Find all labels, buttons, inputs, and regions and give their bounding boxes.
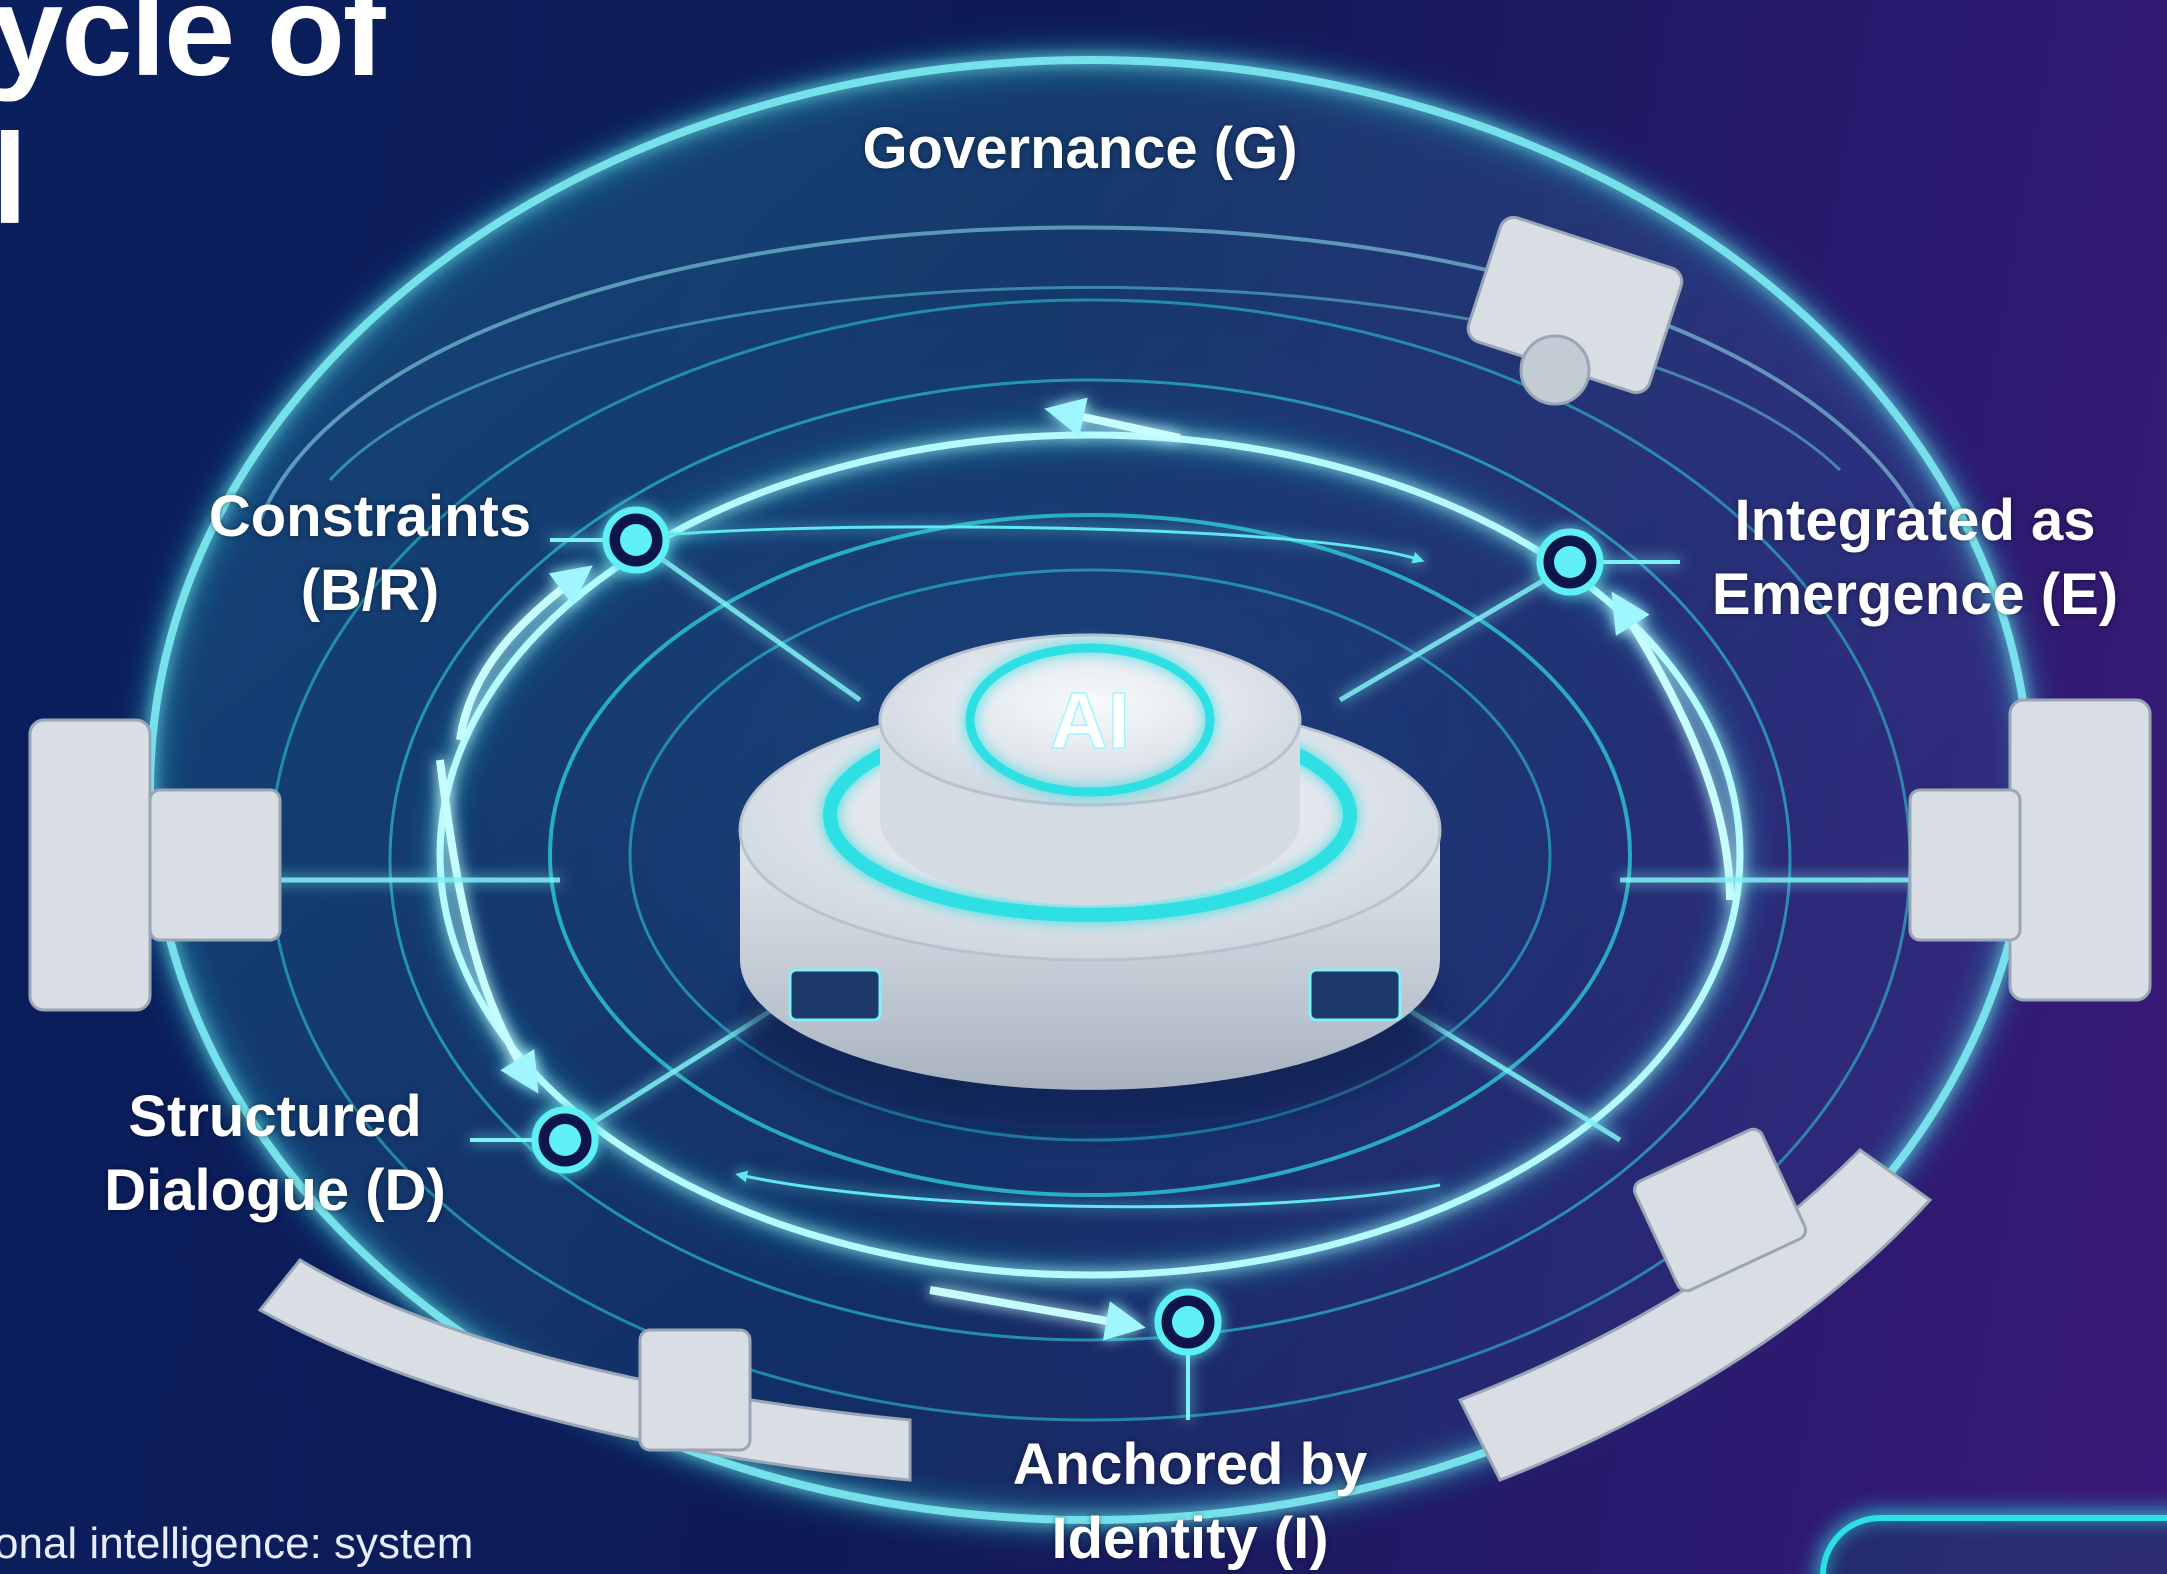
module-bottom-left bbox=[257, 1258, 912, 1482]
arrow-bottom bbox=[929, 1286, 1146, 1341]
node-dialogue bbox=[470, 1106, 599, 1174]
label-emergence: Integrated as Emergence (E) bbox=[1711, 488, 2119, 627]
caption-text: onal intelligence: system bbox=[0, 1519, 474, 1568]
arrow-left-up bbox=[456, 565, 593, 741]
arrow-left-down bbox=[436, 759, 539, 1094]
arrow-top bbox=[1044, 397, 1181, 442]
title-line-1: ycle of bbox=[0, 0, 385, 103]
module-right bbox=[1908, 698, 2152, 1002]
flow-arrows bbox=[436, 397, 1734, 1341]
module-left bbox=[28, 718, 282, 1012]
ai-hub: AI bbox=[738, 633, 1442, 1130]
node-constraints bbox=[550, 506, 670, 574]
title-line-2: l bbox=[0, 108, 28, 251]
label-governance: Governance (G) bbox=[862, 116, 1298, 181]
hub-label: AI bbox=[1050, 676, 1130, 765]
label-dialogue: Structured Dialogue (D) bbox=[104, 1084, 446, 1223]
cycle-loop bbox=[429, 424, 1751, 1286]
cycle-nodes bbox=[470, 506, 1680, 1420]
rim-modules bbox=[28, 215, 2152, 1482]
module-top-right bbox=[1466, 215, 1684, 406]
arrow-right-up bbox=[1611, 591, 1734, 901]
hub-port-right bbox=[1308, 968, 1402, 1022]
node-emergence bbox=[1536, 528, 1680, 596]
corner-accent-tab bbox=[1820, 1515, 2167, 1574]
hub-port-left bbox=[788, 968, 882, 1022]
module-bottom-right bbox=[1457, 1127, 1933, 1482]
label-identity: Anchored by Identity (I) bbox=[1012, 1432, 1368, 1571]
diagram-title: ycle of l bbox=[0, 0, 385, 254]
label-constraints: Constraints (B/R) bbox=[208, 484, 532, 623]
node-identity bbox=[1154, 1288, 1222, 1420]
